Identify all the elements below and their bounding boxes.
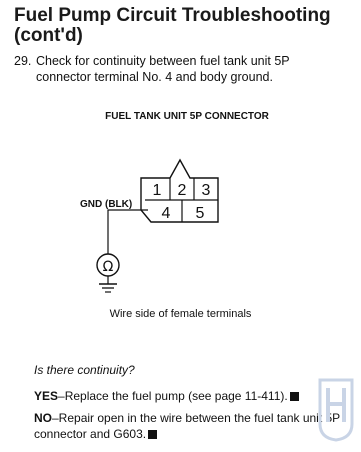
diagram-caption: Wire side of female terminals — [109, 308, 252, 320]
connector-housing — [140, 158, 219, 223]
brand-logo-watermark — [318, 378, 354, 442]
connector-diagram: FUEL TANK UNIT 5P CONNECTOR 1 2 3 4 5 GN… — [80, 111, 270, 293]
terminal-4-label: 4 — [162, 205, 171, 222]
yes-label: YES — [34, 389, 59, 403]
ground-label: GND (BLK) — [80, 199, 132, 210]
no-text: –Repair open in the wire between the fue… — [34, 411, 340, 441]
end-mark-icon — [148, 430, 158, 439]
answer-yes: YES–Replace the fuel pump (see page 11-4… — [34, 388, 359, 404]
end-mark-icon — [289, 392, 299, 401]
probe-wire — [107, 209, 148, 254]
terminal-3-label: 3 — [202, 182, 211, 199]
terminal-2-label: 2 — [178, 182, 187, 199]
yes-text: –Replace the fuel pump (see page 11-411)… — [58, 389, 288, 403]
step-number: 29. — [14, 54, 32, 68]
no-label: NO — [34, 411, 52, 425]
connector-heading: FUEL TANK UNIT 5P CONNECTOR — [105, 111, 269, 122]
answer-no: NO–Repair open in the wire between the f… — [34, 410, 359, 442]
terminal-1-label: 1 — [153, 182, 162, 199]
page-title: Fuel Pump Circuit Troubleshooting (cont'… — [14, 5, 331, 46]
question-text: Is there continuity? — [34, 363, 135, 377]
step-text: Check for continuity between fuel tank u… — [36, 54, 290, 84]
terminal-5-label: 5 — [196, 205, 205, 222]
ohm-symbol: Ω — [103, 259, 114, 275]
